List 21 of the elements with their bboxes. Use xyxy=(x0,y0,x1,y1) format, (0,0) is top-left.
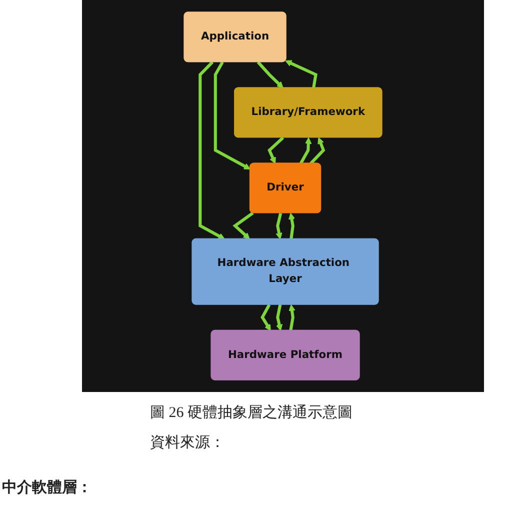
arrow xyxy=(310,137,326,165)
arrow xyxy=(268,136,284,164)
arrow xyxy=(198,61,225,240)
source-note: 資料來源： xyxy=(150,434,225,452)
arrow xyxy=(288,212,296,240)
arrow xyxy=(285,60,318,88)
layer-label: Application xyxy=(200,29,270,45)
arrow xyxy=(260,304,271,331)
arrow xyxy=(276,304,283,331)
section-heading: 中介軟體層： xyxy=(2,478,92,497)
layer-label: Hardware Abstraction Layer xyxy=(216,256,351,288)
arrow xyxy=(232,212,254,240)
arrow xyxy=(299,137,312,164)
figure-caption: 圖 26 硬體抽象層之溝通示意圖 xyxy=(150,403,352,422)
arrow xyxy=(276,212,282,240)
layer-label: Hardware Platform xyxy=(228,348,343,363)
layer-label: Library/Framework xyxy=(251,104,366,120)
arrow xyxy=(288,304,296,331)
arrow xyxy=(214,61,251,170)
arrow xyxy=(256,61,284,88)
layer-label: Driver xyxy=(266,180,304,196)
